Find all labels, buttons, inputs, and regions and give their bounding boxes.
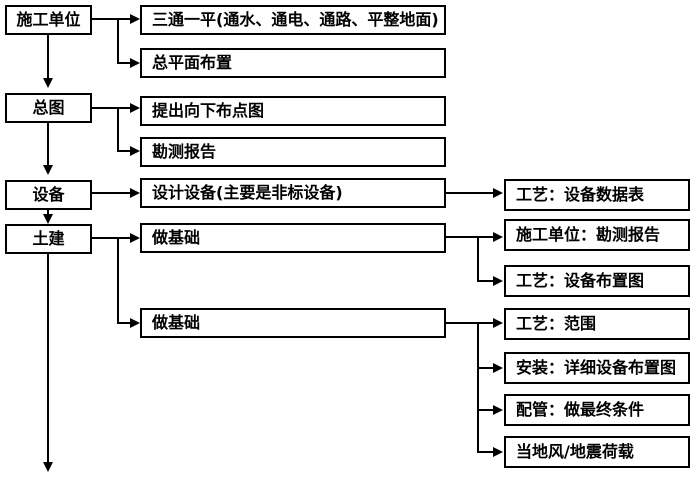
connector-line: [117, 107, 119, 152]
connector-line: [477, 409, 493, 411]
connector-line: [446, 192, 493, 194]
arrowhead-right-icon: [130, 318, 140, 328]
flow-node-equipment: 设备: [5, 180, 92, 210]
connector-line: [477, 236, 479, 282]
flow-node-foundation-2: 做基础: [140, 308, 446, 338]
flow-node-construction-unit: 施工单位: [5, 5, 92, 35]
flow-node-general-layout-plan: 总平面布置: [140, 48, 446, 78]
arrowhead-right-icon: [493, 405, 503, 415]
connector-line: [47, 254, 49, 463]
flow-node-local-wind-seismic-load: 当地风/地震荷载: [504, 436, 690, 468]
arrowhead-right-icon: [493, 232, 503, 242]
arrowhead-down-icon: [43, 462, 53, 472]
arrowhead-right-icon: [130, 103, 140, 113]
arrowhead-down-icon: [43, 78, 53, 88]
arrowhead-right-icon: [493, 363, 503, 373]
flow-node-process-equipment-layout: 工艺：设备布置图: [504, 265, 690, 297]
connector-line: [446, 322, 493, 324]
flow-node-installation-detailed-layout: 安装：详细设备布置图: [504, 352, 690, 384]
arrowhead-right-icon: [493, 447, 503, 457]
arrowhead-right-icon: [493, 188, 503, 198]
connector-line: [477, 280, 493, 282]
flow-node-civil-engineering: 土建: [5, 224, 92, 254]
arrowhead-down-icon: [43, 165, 53, 175]
flow-node-survey-report: 勘测报告: [140, 137, 446, 167]
arrowhead-right-icon: [130, 58, 140, 68]
flow-node-process-scope: 工艺：范围: [504, 308, 690, 340]
connector-line: [47, 35, 49, 78]
flow-node-general-plan: 总图: [5, 93, 92, 123]
connector-line: [477, 451, 493, 453]
flow-node-downward-point-layout: 提出向下布点图: [140, 96, 446, 126]
connector-line: [117, 62, 130, 64]
arrowhead-right-icon: [130, 146, 140, 156]
flow-node-foundation-1: 做基础: [140, 223, 446, 253]
connector-line: [117, 18, 119, 64]
connector-line: [92, 18, 130, 20]
arrowhead-right-icon: [130, 188, 140, 198]
arrowhead-right-icon: [493, 276, 503, 286]
connector-line: [47, 210, 49, 215]
flow-node-piping-final-conditions: 配管：做最终条件: [504, 394, 690, 426]
connector-line: [117, 237, 119, 324]
connector-line: [117, 322, 130, 324]
flow-node-design-equipment: 设计设备(主要是非标设备): [140, 178, 446, 208]
connector-line: [477, 367, 493, 369]
connector-line: [47, 123, 49, 165]
arrowhead-right-icon: [493, 318, 503, 328]
connector-line: [92, 237, 130, 239]
connector-line: [117, 150, 130, 152]
connector-line: [92, 107, 130, 109]
flow-node-constructor-survey-report: 施工单位：勘测报告: [504, 219, 690, 251]
arrowhead-right-icon: [130, 233, 140, 243]
connector-line: [446, 236, 493, 238]
arrowhead-right-icon: [130, 14, 140, 24]
connector-line: [477, 322, 479, 453]
flow-node-three-connections-one-leveling: 三通一平(通水、通电、通路、平整地面): [140, 5, 446, 35]
flow-node-process-equipment-datasheet: 工艺：设备数据表: [504, 179, 690, 211]
connector-line: [92, 192, 130, 194]
arrowhead-down-icon: [43, 214, 53, 224]
